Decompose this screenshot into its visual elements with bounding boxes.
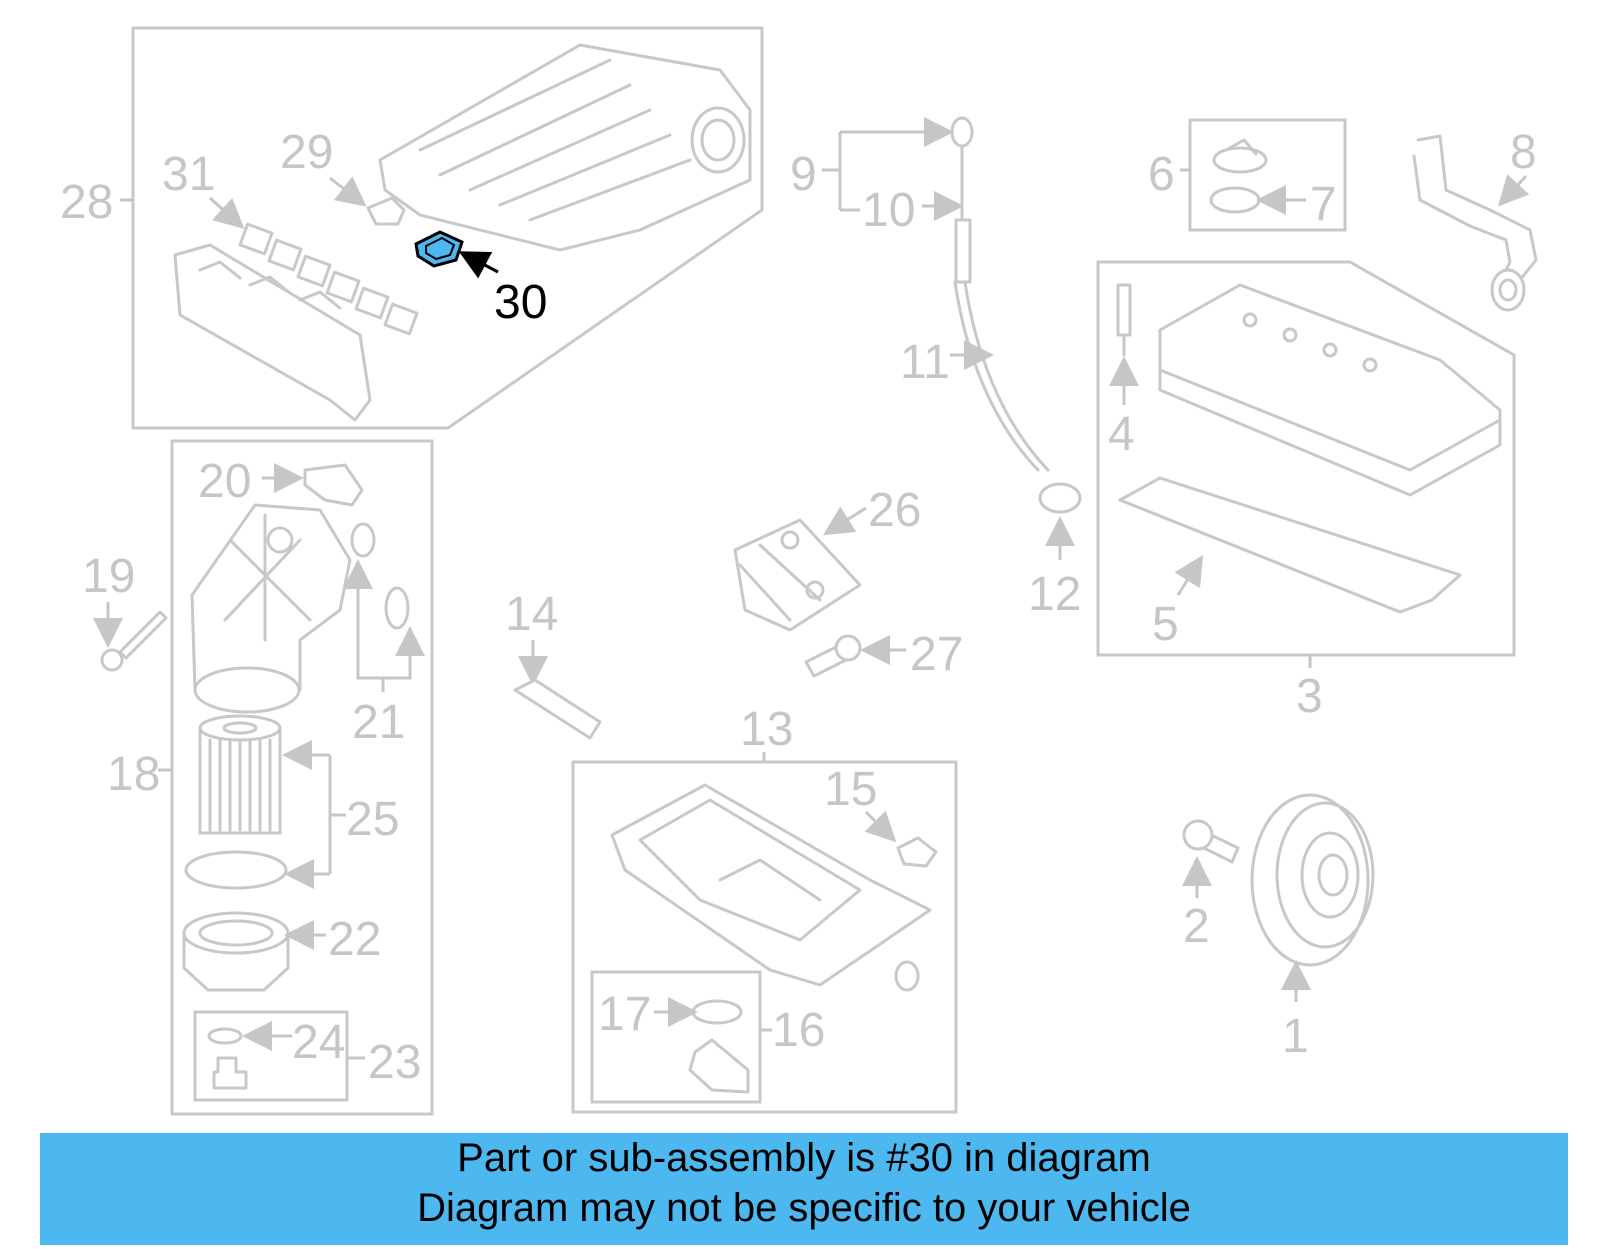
gasket-30-highlighted	[414, 230, 464, 268]
label-27: 27	[910, 628, 963, 681]
valve-cover-illustration	[1158, 283, 1502, 497]
label-2: 2	[1183, 900, 1210, 953]
label-9: 9	[790, 148, 817, 201]
gasket-20-illustration	[303, 463, 364, 507]
label-3: 3	[1296, 670, 1323, 723]
drain-plug-illustration	[212, 1056, 248, 1090]
intake-manifold-group-box	[131, 26, 764, 430]
label-31: 31	[162, 148, 215, 201]
label-7: 7	[1310, 178, 1337, 231]
caption-banner: Part or sub-assembly is #30 in diagram D…	[40, 1133, 1568, 1245]
oil-pickup-illustration	[688, 1038, 750, 1094]
label-21: 21	[352, 696, 405, 749]
label-29: 29	[280, 126, 333, 179]
caption-line-2: Diagram may not be specific to your vehi…	[417, 1186, 1191, 1230]
label-26: 26	[868, 484, 921, 537]
label-30: 30	[494, 276, 547, 329]
valve-cover-group-box	[1096, 260, 1516, 657]
label-8: 8	[1510, 126, 1537, 179]
washer-pan-illustration	[894, 960, 920, 992]
gasket-set-31-illustration	[238, 222, 419, 336]
label-4: 4	[1108, 408, 1135, 461]
oil-filter-housing-illustration	[190, 503, 352, 714]
seal-12-illustration	[1038, 482, 1082, 514]
o-ring-25-illustration	[184, 850, 288, 890]
intake-manifold-illustration	[378, 43, 752, 252]
lower-intake-runner-illustration	[173, 243, 372, 422]
oil-filter-group-box	[170, 439, 434, 1116]
bolt-19-illustration	[100, 610, 168, 672]
label-22: 22	[328, 913, 381, 966]
label-19: 19	[82, 550, 135, 603]
label-13: 13	[740, 703, 793, 756]
label-1: 1	[1282, 1010, 1309, 1063]
bolt-27-illustration	[804, 634, 862, 678]
bolt-2-illustration	[1182, 819, 1240, 864]
filler-cap-group-box	[1188, 118, 1347, 232]
baffle-14-illustration	[513, 678, 602, 740]
label-28: 28	[60, 176, 113, 229]
label-23: 23	[368, 1036, 421, 1089]
label-6: 6	[1148, 148, 1175, 201]
label-24: 24	[292, 1016, 345, 1069]
o-ring-17-illustration	[691, 999, 743, 1025]
label-14: 14	[505, 588, 558, 641]
dipstick-illustration	[950, 116, 1050, 472]
filter-cap-22-illustration	[182, 911, 290, 992]
drain-plug-group-box	[193, 1010, 349, 1102]
oil-pickup-group-box	[590, 970, 762, 1104]
label-18: 18	[107, 748, 160, 801]
seal-21b-illustration	[384, 586, 410, 630]
label-5: 5	[1152, 598, 1179, 651]
breather-hose-illustration	[1412, 134, 1538, 312]
gasket-29-illustration	[366, 196, 406, 226]
caption-line-1: Part or sub-assembly is #30 in diagram	[457, 1136, 1151, 1180]
crank-pulley-illustration	[1250, 793, 1375, 967]
filler-cap-illustration	[1212, 138, 1268, 174]
label-15: 15	[824, 763, 877, 816]
washer-24-illustration	[207, 1027, 243, 1045]
oil-cooler-illustration	[733, 518, 862, 632]
filter-element-illustration	[198, 714, 282, 835]
label-20: 20	[198, 455, 251, 508]
label-17: 17	[598, 988, 651, 1041]
drain-plug-15-illustration	[896, 836, 938, 868]
sensor-4-illustration	[1116, 283, 1132, 357]
oil-pan-illustration	[610, 783, 932, 987]
seal-21a-illustration	[350, 522, 376, 558]
label-16: 16	[772, 1004, 825, 1057]
seal-7-illustration	[1209, 186, 1261, 214]
label-10: 10	[862, 184, 915, 237]
label-11: 11	[900, 336, 950, 389]
label-12: 12	[1028, 568, 1081, 621]
valve-cover-gasket-illustration	[1118, 476, 1462, 614]
label-25: 25	[346, 793, 399, 846]
